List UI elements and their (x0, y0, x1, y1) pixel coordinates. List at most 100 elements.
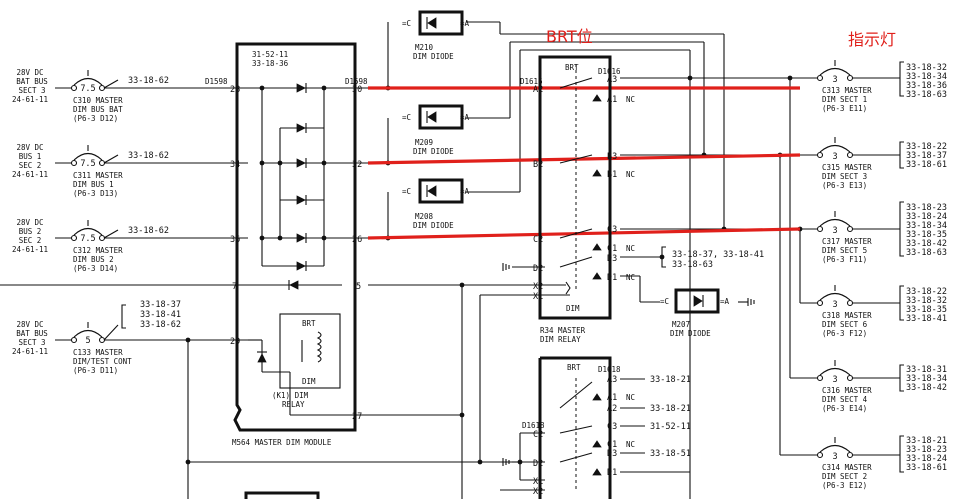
svg-text:M208: M208 (415, 212, 434, 221)
svg-text:3: 3 (832, 75, 837, 85)
svg-text:33-18-31: 33-18-31 (906, 365, 947, 375)
svg-text:M209: M209 (415, 138, 433, 147)
breaker-rating: 7.5 (80, 84, 95, 94)
svg-text:NC: NC (626, 440, 635, 449)
svg-text:B1: B1 (607, 170, 617, 180)
svg-text:BRT: BRT (567, 363, 581, 372)
svg-text:DIM: DIM (566, 304, 580, 313)
svg-text:DIM BUS 1: DIM BUS 1 (73, 180, 114, 189)
svg-text:24-61-11: 24-61-11 (12, 347, 48, 356)
svg-text:33-18-61: 33-18-61 (906, 160, 947, 170)
svg-text:RELAY: RELAY (282, 400, 305, 409)
svg-text:=C: =C (402, 19, 411, 28)
svg-text:(P6-3 E12): (P6-3 E12) (822, 481, 867, 490)
svg-text:BAT BUS: BAT BUS (16, 329, 48, 338)
svg-text:C133 MASTER: C133 MASTER (73, 348, 123, 357)
svg-text:33-18-21: 33-18-21 (906, 436, 947, 446)
svg-text:BUS 1: BUS 1 (19, 152, 42, 161)
svg-text:=A: =A (460, 113, 470, 122)
svg-text:A3: A3 (607, 75, 617, 85)
svg-text:33-18-63: 33-18-63 (906, 90, 947, 100)
svg-text:33-18-63: 33-18-63 (906, 248, 947, 258)
svg-text:33-18-24: 33-18-24 (906, 212, 947, 222)
svg-text:A2: A2 (533, 85, 543, 95)
svg-text:24-61-11: 24-61-11 (12, 170, 48, 179)
svg-text:(P6-3 E13): (P6-3 E13) (822, 181, 867, 190)
svg-text:C315 MASTER: C315 MASTER (822, 163, 872, 172)
svg-text:3: 3 (832, 452, 837, 462)
svg-text:BUS 2: BUS 2 (19, 227, 42, 236)
breaker-c318: 3 C318 MASTER DIM SECT 6 (P6-3 F12) 33-1… (816, 285, 947, 338)
svg-text:C2: C2 (533, 430, 543, 440)
svg-text:7: 7 (232, 282, 237, 292)
svg-text:D2: D2 (533, 459, 543, 469)
svg-text:28V DC: 28V DC (16, 218, 43, 227)
svg-text:33-18-62: 33-18-62 (140, 320, 181, 330)
svg-text:33-18-61: 33-18-61 (906, 463, 947, 473)
svg-text:B3: B3 (607, 152, 617, 162)
svg-text:DIM/TEST CONT: DIM/TEST CONT (73, 357, 132, 366)
svg-text:33-18-34: 33-18-34 (906, 72, 947, 82)
svg-text:A1: A1 (607, 95, 617, 105)
svg-text:33-18-62: 33-18-62 (128, 151, 169, 161)
svg-text:DIM SECT 2: DIM SECT 2 (822, 472, 867, 481)
svg-text:DIM SECT 1: DIM SECT 1 (822, 95, 867, 104)
svg-text:C318 MASTER: C318 MASTER (822, 311, 872, 320)
svg-text:33-18-35: 33-18-35 (906, 305, 947, 315)
svg-text:DIM SECT 3: DIM SECT 3 (822, 172, 867, 181)
svg-text:M210: M210 (415, 43, 434, 52)
svg-text:D2: D2 (533, 264, 543, 274)
svg-text:33-18-34: 33-18-34 (906, 374, 947, 384)
svg-text:(P6-3 D11): (P6-3 D11) (73, 366, 118, 375)
svg-text:7.5: 7.5 (80, 159, 95, 169)
svg-text:(P6-3 D14): (P6-3 D14) (73, 264, 118, 273)
svg-text:BRT: BRT (302, 319, 316, 328)
svg-text:28V DC: 28V DC (16, 68, 43, 77)
svg-text:DIM DIODE: DIM DIODE (413, 221, 454, 230)
svg-text:M564 MASTER DIM MODULE: M564 MASTER DIM MODULE (232, 438, 332, 447)
svg-text:D1598: D1598 (345, 77, 368, 86)
svg-text:33-18-21: 33-18-21 (650, 404, 691, 414)
svg-text:R34 MASTER: R34 MASTER (540, 326, 586, 335)
svg-text:=C: =C (660, 297, 669, 306)
svg-text:C3: C3 (607, 225, 617, 235)
highlight-traces (367, 86, 801, 240)
breaker-c310: 28V DC BAT BUS SECT 3 24-61-11 7.5 33-18… (12, 68, 169, 123)
svg-text:28V DC: 28V DC (16, 143, 43, 152)
svg-text:NC: NC (626, 244, 635, 253)
breaker-c311: 28V DC BUS 1 SEC 2 24-61-11 7.5 33-18-62… (12, 143, 169, 198)
svg-text:33-18-34: 33-18-34 (906, 221, 947, 231)
svg-text:33-18-42: 33-18-42 (906, 239, 947, 249)
breaker-c133: 28V DC BAT BUS SECT 3 24-61-11 5 33-18-3… (12, 300, 181, 375)
svg-text:=A: =A (460, 187, 470, 196)
svg-text:D1618: D1618 (522, 421, 545, 430)
svg-text:26: 26 (352, 235, 362, 245)
svg-text:24-61-11: 24-61-11 (12, 95, 48, 104)
svg-text:C317 MASTER: C317 MASTER (822, 237, 872, 246)
svg-text:3: 3 (832, 226, 837, 236)
svg-text:(P6-3 D12): (P6-3 D12) (73, 114, 118, 123)
svg-text:B2: B2 (533, 160, 543, 170)
svg-text:33-18-21: 33-18-21 (650, 375, 691, 385)
svg-text:D1: D1 (607, 468, 617, 478)
svg-text:28V DC: 28V DC (16, 320, 43, 329)
svg-text:3: 3 (832, 375, 837, 385)
internal-diode (288, 83, 307, 290)
svg-text:33-18-62: 33-18-62 (128, 226, 169, 236)
svg-text:31-52-11: 31-52-11 (252, 50, 288, 59)
svg-text:D1: D1 (607, 273, 617, 283)
svg-text:27: 27 (352, 412, 362, 422)
next-module-fragment (244, 491, 320, 499)
dim-diode-m207: =C =A M207 DIM DIODE (660, 288, 755, 338)
svg-text:(P6-3 E11): (P6-3 E11) (822, 104, 867, 113)
svg-text:D1616: D1616 (598, 67, 621, 76)
svg-text:C313 MASTER: C313 MASTER (822, 86, 872, 95)
svg-text:X2: X2 (533, 487, 543, 497)
svg-text:31-52-11: 31-52-11 (650, 422, 691, 432)
svg-text:DIM DIODE: DIM DIODE (413, 147, 454, 156)
svg-text:28: 28 (230, 85, 240, 95)
junction-dots (185, 75, 803, 465)
svg-text:(K1) DIM: (K1) DIM (272, 391, 309, 400)
svg-text:33-18-22: 33-18-22 (906, 287, 947, 297)
svg-text:C316 MASTER: C316 MASTER (822, 386, 872, 395)
